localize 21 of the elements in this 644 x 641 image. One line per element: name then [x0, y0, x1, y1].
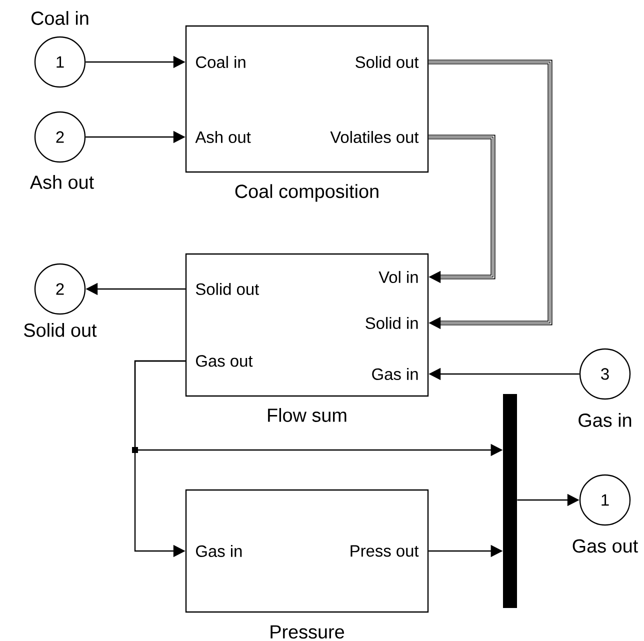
port-label: Vol in — [378, 270, 418, 284]
block-name: Pressure — [270, 625, 344, 639]
port-name: Ash out — [30, 175, 94, 189]
port-name: Coal in — [32, 11, 88, 25]
port-label: Gas in — [372, 368, 418, 380]
port-label: Solid out — [196, 282, 260, 296]
bus-arrow — [428, 134, 496, 284]
port-label: Solid out — [356, 56, 419, 68]
port-label: Solid in — [366, 316, 418, 330]
port-label: Coal in — [196, 56, 246, 68]
port-name: Solid out — [24, 323, 97, 337]
port-name: Gas in — [578, 413, 632, 427]
port-label: Gas in — [196, 544, 242, 558]
bus-arrow — [428, 60, 552, 330]
block-name: Flow sum — [268, 408, 346, 422]
port-label: Gas out — [196, 355, 253, 367]
port-label: Press out — [350, 545, 419, 557]
port-name: Gas out — [572, 539, 638, 553]
block-name: Coal composition — [235, 184, 378, 202]
port-label: Volatiles out — [330, 130, 419, 144]
port-label: Ash out — [195, 130, 251, 144]
